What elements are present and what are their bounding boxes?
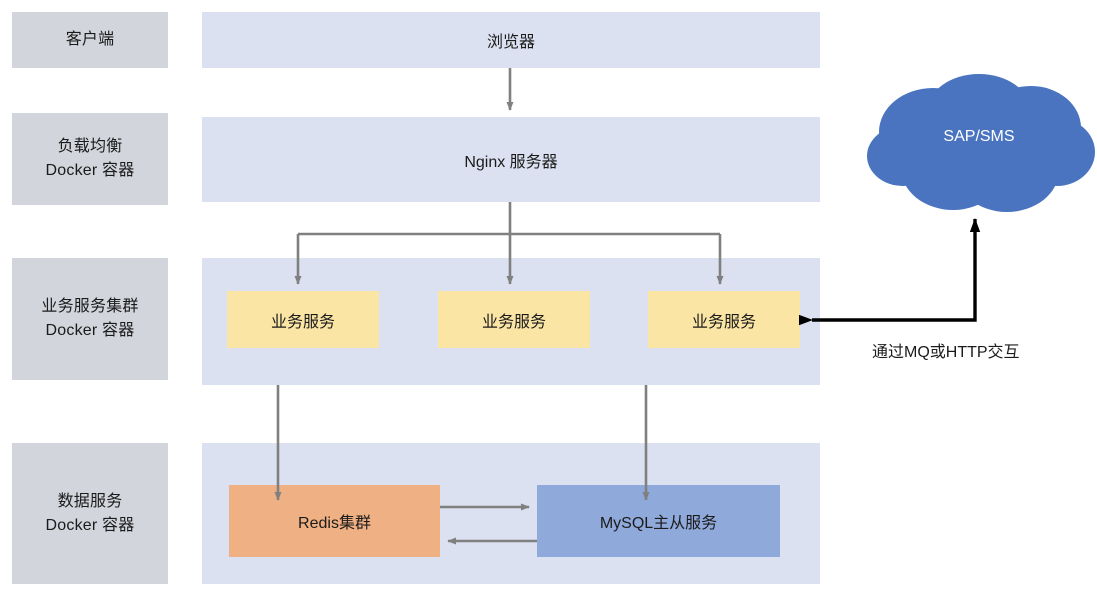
node-business-service-3[interactable]: 业务服务 xyxy=(648,291,800,348)
cloud-icon xyxy=(867,74,1095,212)
node-browser[interactable]: 浏览器 xyxy=(202,12,820,68)
node-redis-cluster-label: Redis集群 xyxy=(298,515,371,532)
node-mysql-master-slave[interactable]: MySQL主从服务 xyxy=(537,485,780,557)
node-nginx-server[interactable]: Nginx 服务器 xyxy=(202,117,820,202)
node-browser-label: 浏览器 xyxy=(486,34,535,51)
tier-label-data-service-line2: Docker 容器 xyxy=(45,516,135,534)
band-client xyxy=(202,12,820,68)
tier-label-business-cluster-line2: Docker 容器 xyxy=(45,322,135,339)
edge-caption-mq-http: 通过MQ或HTTP交互 xyxy=(872,344,1020,361)
node-business-service-3-label: 业务服务 xyxy=(691,313,756,331)
node-nginx-server-label: Nginx 服务器 xyxy=(464,153,558,171)
node-business-service-1-label: 业务服务 xyxy=(270,313,335,331)
node-business-service-1[interactable]: 业务服务 xyxy=(227,291,379,348)
tier-label-client: 客户端 xyxy=(12,12,168,68)
band-lb xyxy=(202,117,820,202)
tier-label-load-balancer-line1: 负载均衡 xyxy=(57,138,123,155)
tier-label-business-cluster: 业务服务集群 Docker 容器 xyxy=(12,258,168,380)
tier-label-client-line1: 客户端 xyxy=(65,31,115,48)
tier-label-data-service-line1: 数据服务 xyxy=(57,492,123,510)
edge-service-3-to-sap-sms xyxy=(799,218,981,326)
node-business-service-2-label: 业务服务 xyxy=(481,313,546,331)
tier-label-business-cluster-line1: 业务服务集群 xyxy=(41,298,139,315)
node-redis-cluster[interactable]: Redis集群 xyxy=(229,485,440,557)
node-mysql-master-slave-label: MySQL主从服务 xyxy=(599,515,718,532)
node-sap-sms-cloud[interactable] xyxy=(861,70,1097,220)
node-sap-sms-cloud-label: SAP/SMS xyxy=(943,128,1015,145)
tier-label-data-service: 数据服务 Docker 容器 xyxy=(12,443,168,584)
node-business-service-2[interactable]: 业务服务 xyxy=(438,291,590,348)
tier-label-load-balancer: 负载均衡 Docker 容器 xyxy=(12,113,168,205)
tier-label-load-balancer-line2: Docker 容器 xyxy=(45,162,135,179)
